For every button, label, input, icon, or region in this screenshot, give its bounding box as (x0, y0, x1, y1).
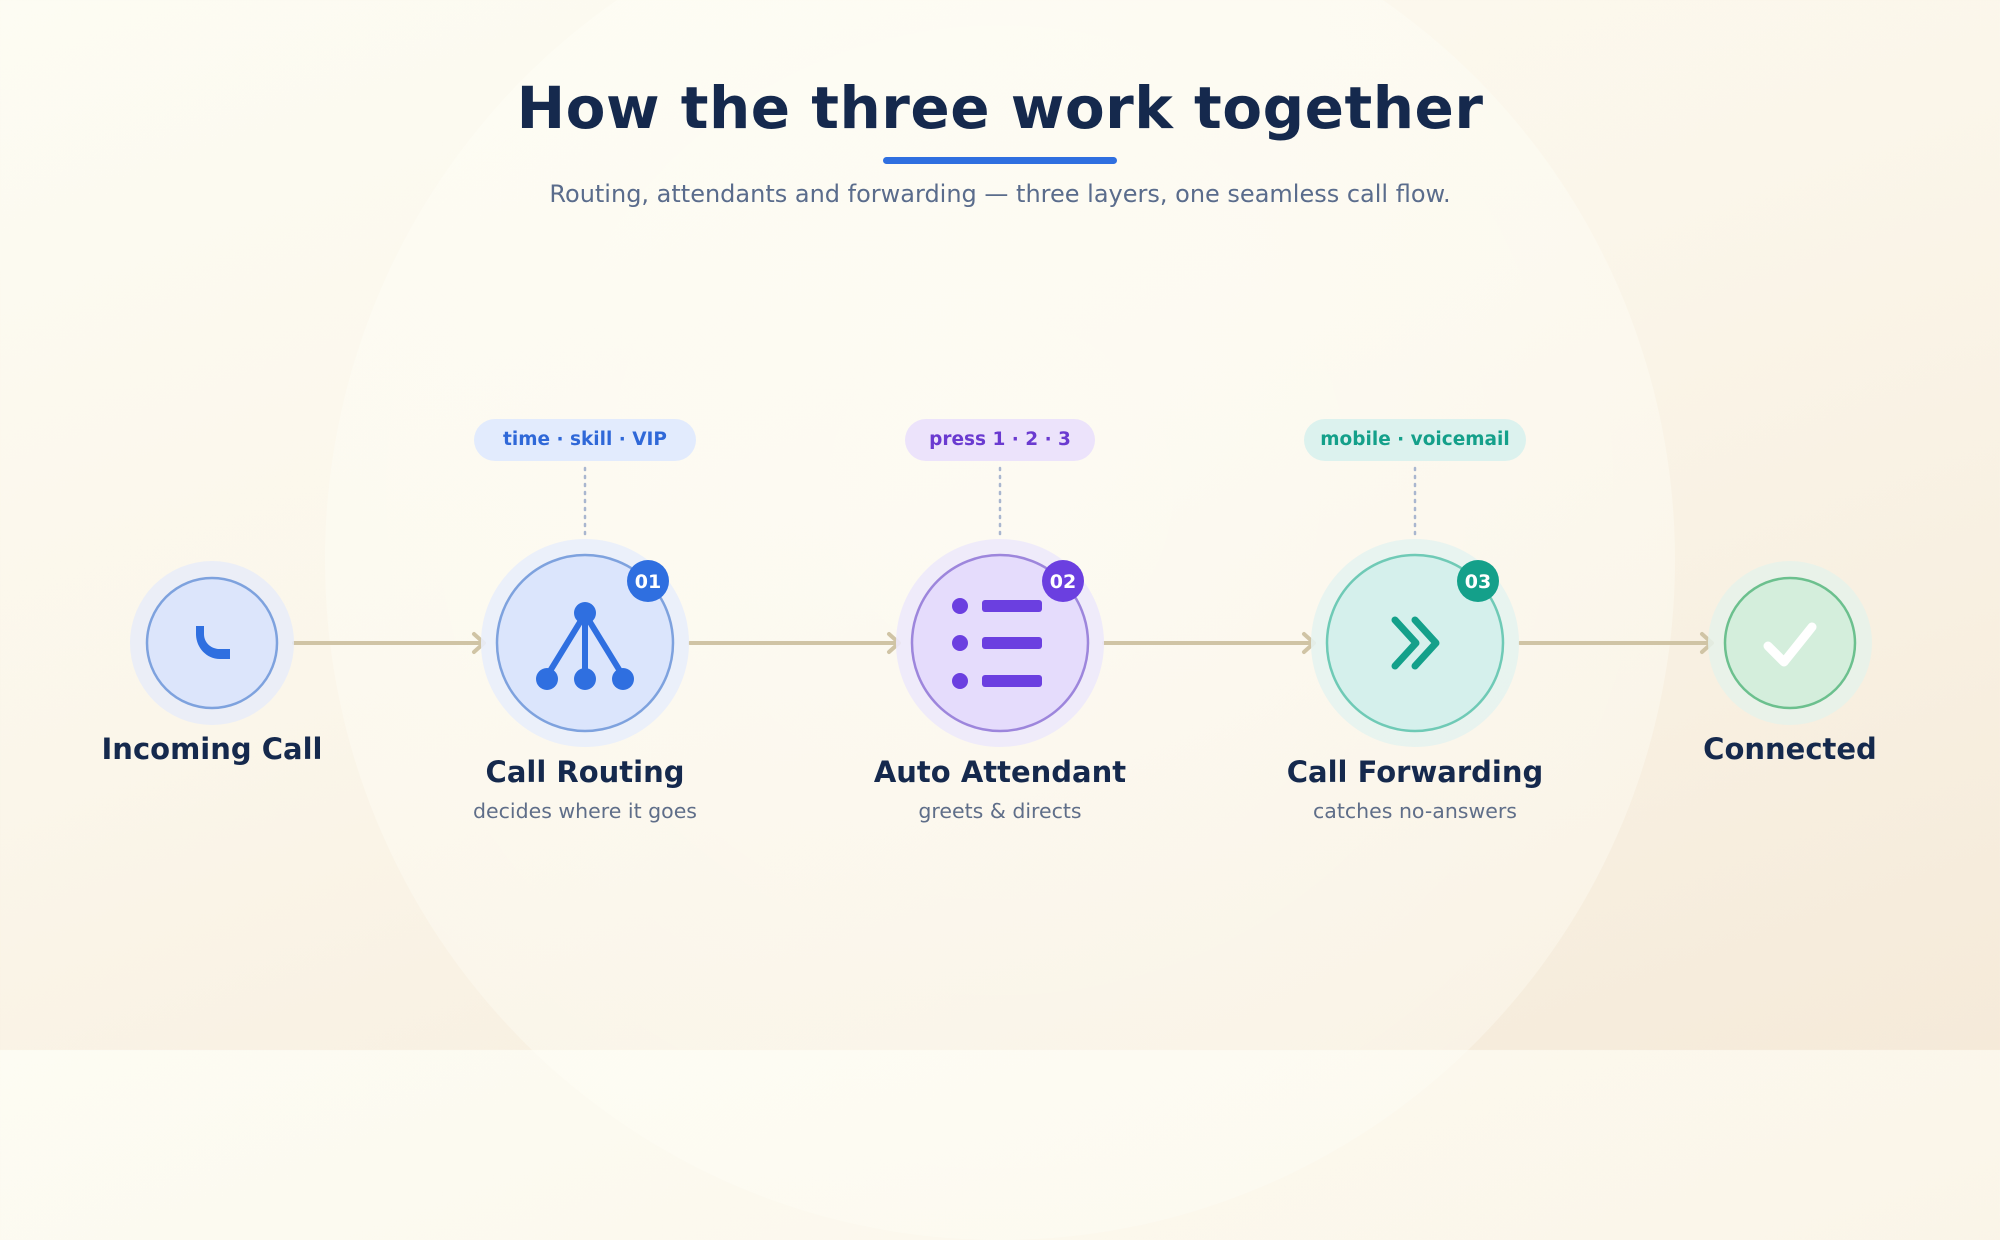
badge-number-03: 03 (1465, 571, 1491, 593)
step-badge-01 (627, 560, 669, 602)
call-forwarding-caption: catches no-answers (1313, 799, 1517, 823)
arrow-forwarding-to-connected (1518, 632, 1714, 654)
connected-label: Connected (1703, 732, 1877, 766)
badge-number-01: 01 (635, 571, 661, 593)
incoming-call-label: Incoming Call (101, 732, 323, 766)
routing-criteria-chip: time · skill · VIP (474, 419, 696, 461)
auto-attendant-node (896, 539, 1104, 747)
page-subtitle: Routing, attendants and forwarding — thr… (549, 180, 1451, 208)
connected-node (1708, 561, 1872, 725)
checkmark-icon (1763, 622, 1817, 667)
arrow-incoming-to-routing (292, 632, 486, 654)
call-flow-diagram: 01 02 03 (130, 466, 1872, 747)
chip-leader-lines (583, 466, 1417, 540)
badge-number-02: 02 (1050, 571, 1076, 593)
auto-attendant-label: Auto Attendant (873, 755, 1127, 789)
arrow-routing-to-attendant (688, 632, 901, 654)
call-forwarding-node (1311, 539, 1519, 747)
menu-list-icon (952, 598, 1042, 689)
call-routing-node (481, 539, 689, 747)
step-badge-02 (1042, 560, 1084, 602)
forwarding-targets-chip: mobile · voicemail (1304, 419, 1526, 461)
connector-arrows (292, 632, 1714, 654)
phone-icon (196, 626, 230, 659)
call-routing-label: Call Routing (485, 755, 685, 789)
step-badge-03 (1457, 560, 1499, 602)
branch-icon (536, 602, 634, 690)
incoming-call-node (130, 561, 294, 725)
attendant-options-chip: press 1 · 2 · 3 (905, 419, 1095, 461)
double-chevron-right-icon (1391, 616, 1440, 670)
auto-attendant-caption: greets & directs (918, 799, 1082, 823)
page-title: How the three work together (516, 74, 1484, 142)
title-underline (883, 157, 1117, 164)
call-forwarding-label: Call Forwarding (1286, 755, 1544, 789)
arrow-attendant-to-forwarding (1102, 632, 1316, 654)
call-routing-caption: decides where it goes (473, 799, 697, 823)
